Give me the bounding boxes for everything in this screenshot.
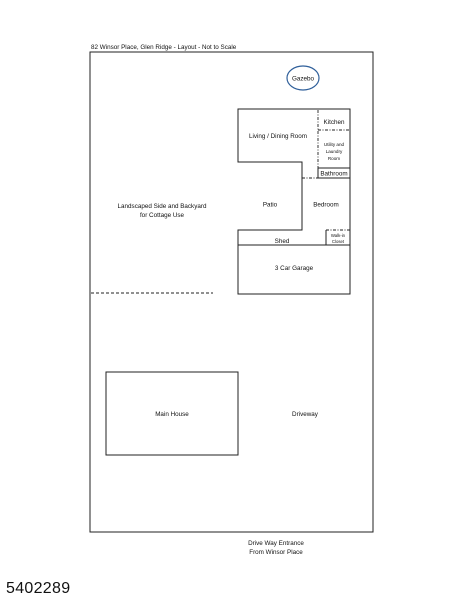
yard-label-line1: Landscaped Side and Backyard (118, 203, 207, 210)
walkin-label-line2: Closet (332, 239, 345, 244)
utility-label-line3: Room (328, 156, 340, 161)
utility-label-line1: Utility and (324, 142, 345, 147)
patio-label: Patio (263, 202, 278, 209)
entrance-label-line2: From Winsor Place (249, 549, 303, 556)
gazebo-label: Gazebo (292, 76, 315, 83)
yard-label-line2: for Cottage Use (140, 212, 185, 219)
living-dining-label: Living / Dining Room (249, 133, 307, 140)
bedroom-label: Bedroom (313, 202, 339, 209)
property-boundary (89, 51, 374, 533)
garage-label: 3 Car Garage (275, 265, 314, 272)
kitchen-label: Kitchen (323, 119, 345, 126)
bathroom-label: Bathroom (320, 171, 347, 178)
plan-title: 82 Winsor Place, Glen Ridge - Layout - N… (91, 44, 237, 51)
main-house-shape (105, 371, 239, 456)
listing-id: 5402289 (6, 580, 71, 597)
shed-label: Shed (275, 238, 290, 245)
main-house-label: Main House (155, 411, 189, 418)
driveway-label: Driveway (292, 411, 319, 418)
gazebo-shape (286, 65, 320, 91)
walkin-label-line1: Walk-in (331, 233, 346, 238)
cottage-outline (237, 108, 351, 295)
entrance-label-line1: Drive Way Entrance (248, 540, 304, 547)
utility-label-line2: Laundry (326, 149, 343, 154)
